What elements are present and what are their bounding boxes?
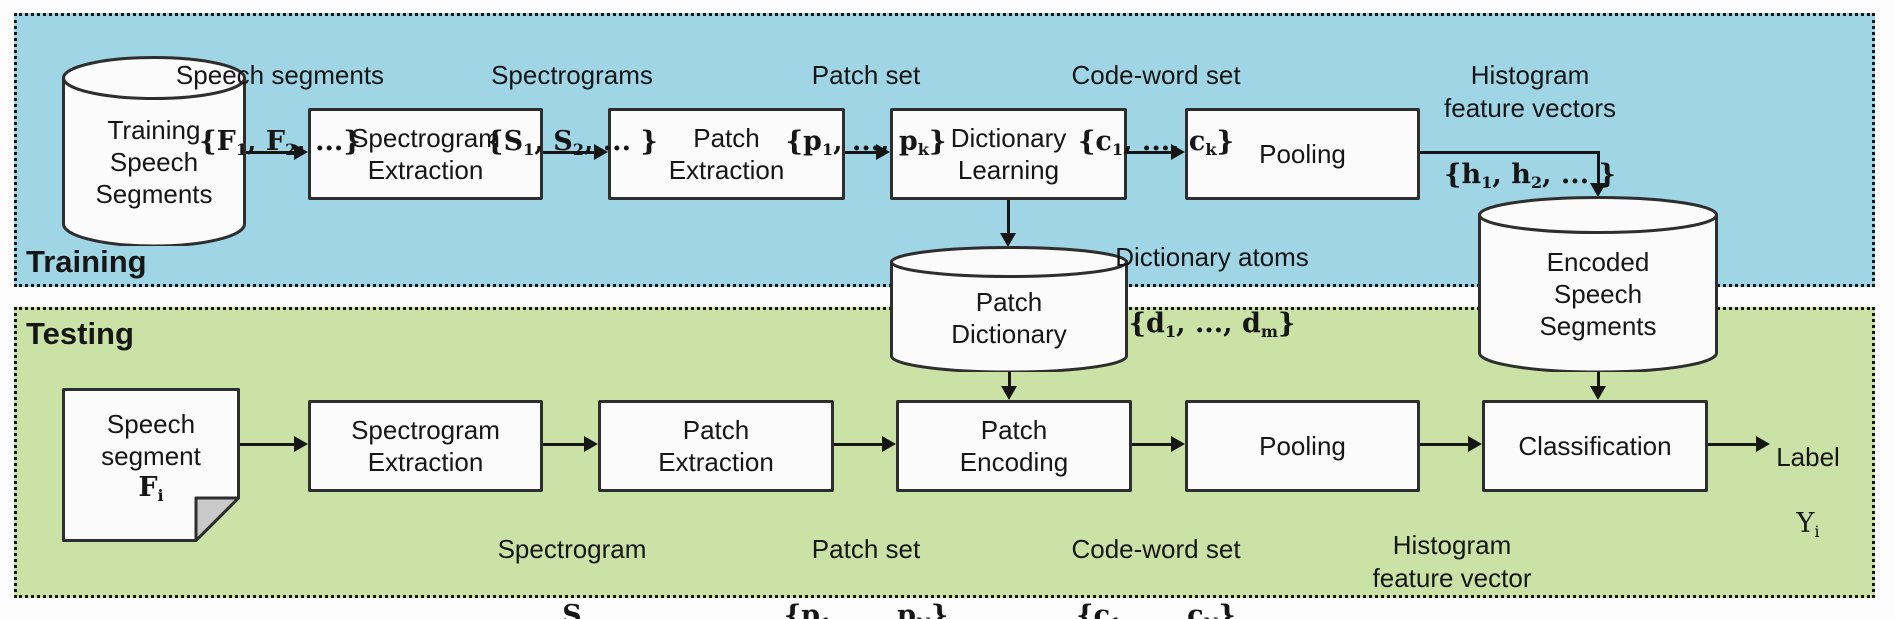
pooling-box-training: Pooling <box>1185 108 1420 200</box>
arrow-down-icon <box>1590 386 1606 400</box>
arrow-right-icon <box>1171 436 1185 452</box>
label-spectrograms: Spectrograms {S1, S2, ... } <box>486 26 657 199</box>
arrow-line <box>1008 372 1011 388</box>
arrow-right-icon <box>1756 436 1770 452</box>
arrow-line <box>1597 372 1600 388</box>
cylinder-shape-icon <box>1478 196 1718 372</box>
label-text: Histogram feature vector <box>1372 530 1532 593</box>
label-patch-set-training: Patch set {p1, ..., pk} <box>786 26 947 199</box>
speech-segment-document: Speech segment Fi <box>62 388 240 542</box>
arrow-line <box>1127 151 1171 154</box>
label-math: {p1, ..., pN} <box>783 600 949 619</box>
label-text: Patch set <box>811 60 921 90</box>
pooling-box-testing: Pooling <box>1185 400 1420 492</box>
label-dictionary-atoms: Dictionary atoms {d1, ..., dm} <box>1115 208 1309 381</box>
speech-segment-text: Speech segment <box>101 409 201 472</box>
label-math: {F1, F2, ...} <box>199 126 361 159</box>
arrow-down-icon <box>1590 183 1606 197</box>
label-text: Dictionary atoms <box>1115 242 1309 272</box>
arrow-line <box>1597 151 1600 184</box>
label-text: Spectrogram <box>497 534 647 564</box>
label-math: Yi <box>1796 508 1820 541</box>
training-speech-segments-text: Training Speech Segments <box>95 115 213 209</box>
arrow-down-icon <box>1001 386 1017 400</box>
cylinder-shape-icon <box>890 246 1128 372</box>
patch-extraction-box-training: Patch Extraction <box>608 108 845 200</box>
patch-dictionary-text: Patch Dictionary <box>951 287 1067 349</box>
label-math: {h1, h2, ... } <box>1444 159 1616 192</box>
arrow-down-icon <box>1000 233 1016 247</box>
label-text: Code-word set <box>1071 534 1241 564</box>
label-output-label: Label Yi <box>1776 408 1840 581</box>
label-math: {d1, ..., dm} <box>1128 308 1296 341</box>
label-histogram-feature-vectors: Histogram feature vectors {h1, h2, ... } <box>1444 26 1616 232</box>
arrow-line <box>1420 151 1600 154</box>
label-math: {c1, ..., cN} <box>1076 600 1236 619</box>
patch-encoding-box: Patch Encoding <box>896 400 1132 492</box>
spectrogram-extraction-box-training: Spectrogram Extraction <box>308 108 543 200</box>
arrow-line <box>1420 443 1468 446</box>
label-text: Code-word set <box>1071 60 1241 90</box>
training-speech-segments-cylinder: Training Speech Segments <box>62 56 246 246</box>
label-math: {S1, S2, ... } <box>486 126 658 159</box>
arrow-right-icon <box>584 436 598 452</box>
arrow-right-icon <box>876 144 890 160</box>
arrow-line <box>543 443 584 446</box>
arrow-line <box>1708 443 1756 446</box>
patch-dictionary-cylinder: Patch Dictionary <box>890 246 1128 372</box>
arrow-right-icon <box>294 436 308 452</box>
speech-segment-math: Fi <box>138 472 164 505</box>
arrow-right-icon <box>882 436 896 452</box>
label-math: {p1, ..., pk} <box>785 126 947 159</box>
label-text: Patch set <box>811 534 921 564</box>
speech-segment-document-text: Speech segment Fi <box>62 388 240 542</box>
arrow-line <box>1132 443 1171 446</box>
encoded-speech-segments-cylinder: Encoded Speech Segments <box>1478 196 1718 372</box>
encoded-speech-segments-text: Encoded Speech Segments <box>1539 247 1657 341</box>
label-text: Spectrograms <box>491 60 653 90</box>
arrow-line <box>240 443 294 446</box>
dictionary-learning-box: Dictionary Learning <box>890 108 1127 200</box>
arrow-right-icon <box>1171 144 1185 160</box>
arrow-right-icon <box>594 144 608 160</box>
label-speech-segments: Speech segments {F1, F2, ...} <box>176 26 384 199</box>
training-section-label: Training <box>26 244 147 279</box>
label-histogram-feature-vector: Histogram feature vector h <box>1373 496 1532 619</box>
arrow-line <box>543 151 594 154</box>
spectrogram-extraction-box-testing: Spectrogram Extraction <box>308 400 543 492</box>
arrow-line <box>1007 200 1010 234</box>
label-text: Label <box>1776 442 1840 472</box>
label-patch-set-testing: Patch set {p1, ..., pN} <box>784 500 948 619</box>
cylinder-shape-icon <box>62 56 246 246</box>
label-text: Histogram feature vectors <box>1444 60 1616 123</box>
arrow-right-icon <box>1468 436 1482 452</box>
label-code-word-set-testing: Code-word set {c1, ..., cN} <box>1071 500 1240 619</box>
arrow-line <box>845 151 876 154</box>
label-math: {c1, ..., ck} <box>1078 126 1234 159</box>
testing-section-label: Testing <box>26 316 134 351</box>
patch-extraction-box-testing: Patch Extraction <box>598 400 834 492</box>
label-spectrogram-testing: Spectrogram S <box>498 500 647 619</box>
classification-box: Classification <box>1482 400 1708 492</box>
arrow-line <box>246 151 294 154</box>
arrow-line <box>834 443 882 446</box>
label-code-word-set-training: Code-word set {c1, ..., ck} <box>1071 26 1240 199</box>
arrow-right-icon <box>294 144 308 160</box>
document-shape-icon <box>62 388 240 542</box>
label-text: Speech segments <box>175 60 385 90</box>
label-math: S <box>562 600 582 619</box>
